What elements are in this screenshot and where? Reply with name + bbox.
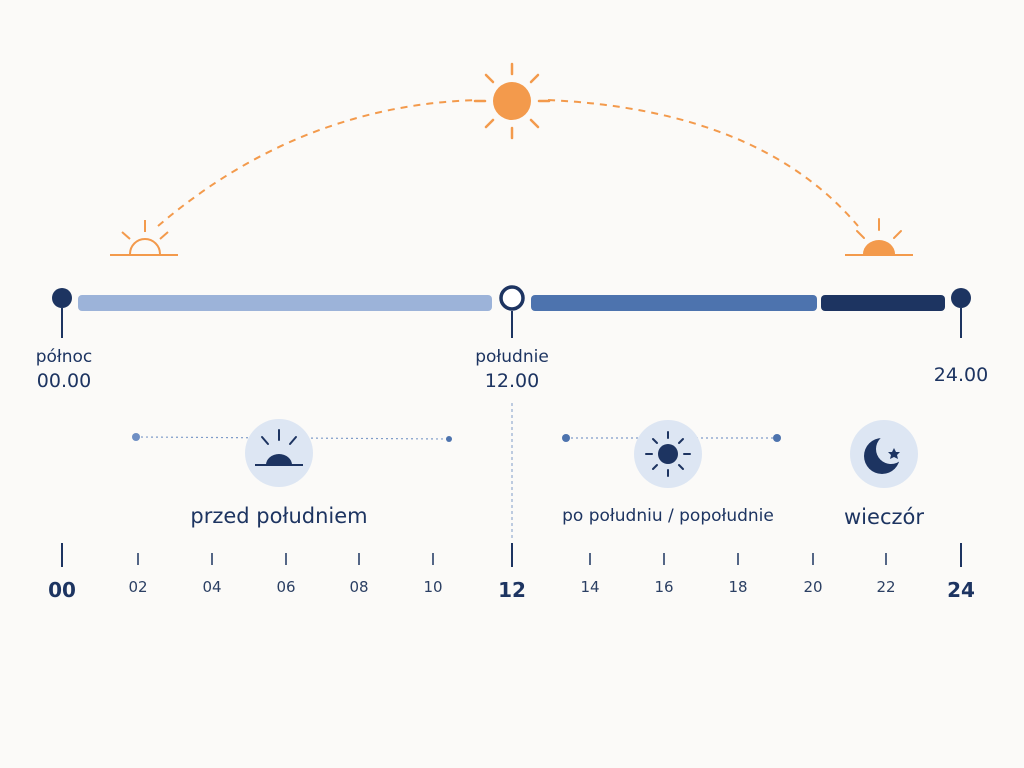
- hour-ticks: [61, 543, 962, 567]
- noon-sun-icon: [473, 62, 551, 140]
- tick-label-02: 02: [128, 578, 148, 596]
- end-marker-dot: [951, 288, 971, 308]
- morning-sunrise-icon: [245, 419, 313, 487]
- tick-label-20: 20: [803, 578, 823, 596]
- sun-arc-path: [157, 99, 859, 227]
- morning-period-label: przed południem: [190, 504, 368, 528]
- morning-bar: [78, 295, 492, 311]
- midnight-name-label: północ: [35, 347, 93, 367]
- tick-label-10: 10: [423, 578, 443, 596]
- midnight-time-label: 00.00: [36, 370, 92, 392]
- tick-label-08: 08: [349, 578, 369, 596]
- tick-label-06: 06: [276, 578, 296, 596]
- midnight-marker-dot: [52, 288, 72, 308]
- tick-label-22: 22: [876, 578, 896, 596]
- noon-marker-ring: [499, 285, 525, 311]
- tick-label-12: 12: [498, 578, 526, 602]
- tick-label-24: 24: [947, 578, 975, 602]
- sunrise-icon: [110, 220, 178, 256]
- sunset-icon: [845, 218, 913, 256]
- noon-time-label: 12.00: [484, 370, 540, 392]
- noon-name-label: południe: [475, 347, 549, 367]
- afternoon-bar: [531, 295, 817, 311]
- tick-label-04: 04: [202, 578, 222, 596]
- tick-label-18: 18: [728, 578, 748, 596]
- evening-bar: [821, 295, 945, 311]
- tick-label-14: 14: [580, 578, 600, 596]
- evening-period-label: wieczór: [844, 505, 924, 529]
- tick-label-00: 00: [48, 578, 76, 602]
- tick-label-16: 16: [654, 578, 674, 596]
- afternoon-sun-icon: [634, 420, 702, 488]
- afternoon-period-label: po południu / popołudnie: [562, 506, 774, 526]
- end-time-label: 24.00: [933, 364, 989, 386]
- evening-moon-icon: [850, 420, 918, 488]
